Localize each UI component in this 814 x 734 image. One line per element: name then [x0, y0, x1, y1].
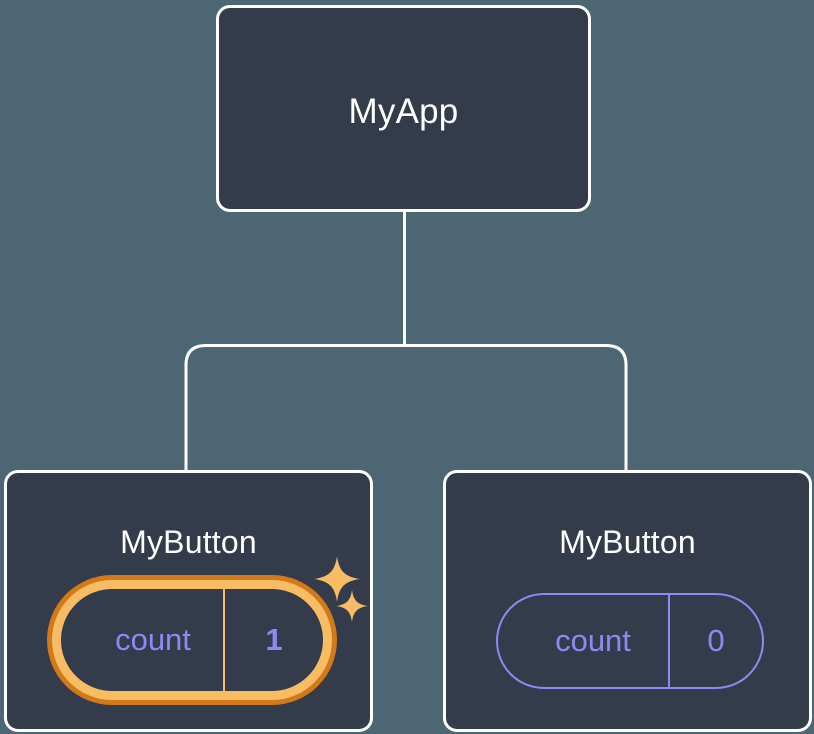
- state-value-label: 0: [668, 595, 762, 687]
- state-value-label: 1: [223, 589, 323, 691]
- component-node-title: MyButton: [120, 524, 257, 560]
- state-key-label: count: [555, 623, 631, 658]
- component-node-mybutton-left[interactable]: MyButton count 1: [4, 470, 373, 732]
- state-pill[interactable]: count 0: [496, 593, 764, 689]
- component-node-myapp[interactable]: MyApp: [216, 5, 591, 212]
- component-node-title: MyButton: [559, 524, 696, 560]
- state-pill-highlighted[interactable]: count 1: [47, 575, 337, 705]
- state-pill-body: count 1: [61, 589, 323, 691]
- component-node-mybutton-right[interactable]: MyButton count 0: [443, 470, 812, 732]
- state-pill-ring: count 1: [52, 580, 332, 700]
- component-node-title: MyApp: [348, 92, 459, 131]
- state-key-label: count: [115, 622, 191, 657]
- connector-child-bus: [184, 344, 628, 470]
